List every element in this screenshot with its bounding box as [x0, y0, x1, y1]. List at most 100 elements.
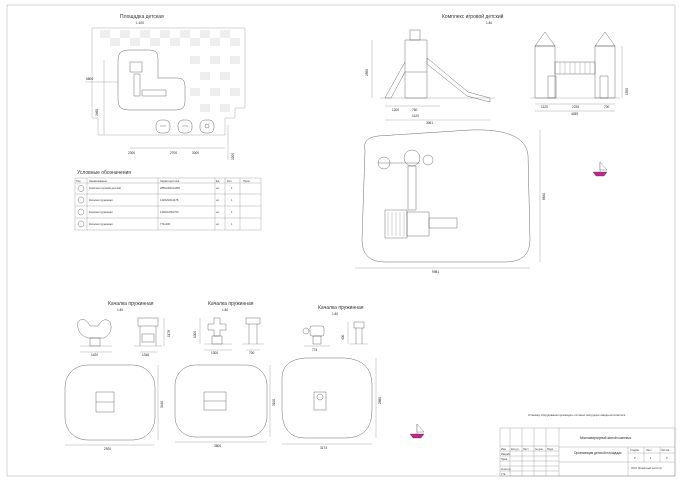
- rocker-3-side: [309, 325, 325, 337]
- legend-row-name: Качалка пружинная: [89, 210, 113, 214]
- rocker-1-pad: [64, 364, 156, 441]
- legend-row-name: Качалка пружинная: [89, 198, 113, 202]
- dim-rocker-1-1178: 1178: [167, 330, 171, 337]
- legend: Условные обозначения Поз. Наименование Х…: [74, 170, 262, 231]
- legend-row-qty: 1: [231, 210, 233, 214]
- legend-row-unit: шт.: [216, 199, 220, 202]
- site-boundary: [91, 27, 246, 136]
- rocker-symbol-icon: [77, 196, 85, 204]
- sheet-frame: [6, 4, 676, 477]
- legend-row-unit: шт.: [216, 223, 220, 226]
- rocker-3-front: [353, 321, 365, 329]
- dim-complex2-1120: 1120: [541, 105, 548, 109]
- dim-complex2-700: 700: [604, 105, 610, 109]
- complex-plan-bridge: [407, 165, 417, 211]
- rocker-3-plan: [313, 391, 327, 411]
- dim-rocker-2-700: 700: [249, 351, 255, 355]
- tb-stage: Р: [634, 456, 636, 460]
- rocker-1-scale: 1:40: [117, 308, 123, 312]
- complex-tower-front: [404, 39, 428, 99]
- legend-row-spec: 1300x1000x700: [160, 210, 179, 214]
- legend-row-qty: 1: [231, 222, 233, 226]
- site-plan-title: Площадка детская: [120, 14, 164, 20]
- rocker-symbol-icon: [77, 220, 85, 228]
- dim-site-5800: 5800: [86, 77, 93, 81]
- site-complex-slide: [141, 89, 167, 97]
- rocker-2-scale: 1:40: [222, 308, 228, 312]
- legend-head-qty: Кол.: [227, 179, 232, 183]
- tb-sheets-head: Листов: [661, 448, 670, 452]
- complex-elevation: Комплекс игровой детский 1:40 2850 1200 …: [365, 13, 629, 125]
- rocker-1-front: [137, 317, 159, 327]
- tb-sheet-num: 1: [650, 456, 652, 460]
- site-complex-pad: [117, 49, 186, 111]
- boat-stamp-icon: [409, 423, 425, 439]
- rocker-3-title: Качалка пружинная: [318, 305, 364, 311]
- dim-rocker-1-1420: 1420: [91, 353, 98, 357]
- site-rocker-3: [199, 119, 215, 134]
- legend-row-qty: 1: [231, 198, 233, 202]
- complex-roof-1: [534, 31, 556, 47]
- tb-head-kol: Кол.уч.: [511, 447, 520, 451]
- complex-roof-2: [594, 31, 616, 47]
- dim-site-2460: 2460: [95, 109, 99, 116]
- title-block: Изм. Кол.уч. Лист № док. Подп. Разраб. П…: [499, 427, 676, 477]
- dim-rocker-3-2880: 2880: [378, 397, 382, 404]
- site-plan: Площадка детская 1:100: [85, 14, 246, 160]
- complex-title: Комплекс игровой детский: [442, 13, 504, 20]
- site-rocker-2: [177, 119, 193, 134]
- dim-complex2-4455: 4455: [571, 112, 578, 116]
- tb-sheet-head: Лист: [646, 448, 652, 452]
- title-block-frame: [499, 427, 676, 477]
- complex-symbol-icon: [77, 185, 85, 192]
- rocker-3-pad: [281, 357, 373, 439]
- rocker-3: Качалка пружинная 1:40 774 400 3174 2880: [281, 305, 382, 450]
- dim-rocker-1-1346: 1346: [142, 353, 149, 357]
- legend-row-name: Комплекс игровой детский: [89, 186, 121, 190]
- complex-scale: 1:40: [486, 21, 492, 25]
- tb-head-doc: № док.: [535, 448, 544, 451]
- complex-plan-pad: [361, 129, 531, 263]
- complex-slide-side: [426, 57, 491, 103]
- rocker-3-scale: 1:40: [332, 312, 338, 316]
- dim-rocker-1-3440: 3440: [160, 401, 164, 408]
- dim-site-2700: 2700: [170, 151, 177, 155]
- tb-project: Многоквартирный жилой комплекс: [580, 436, 632, 440]
- legend-head-unit: Ед.: [216, 179, 220, 183]
- dim-rocker-3-774: 774: [312, 348, 318, 352]
- tb-role: Н.контр.: [501, 467, 511, 471]
- dim-site-2200: 2200: [231, 153, 235, 160]
- dim-complex2-1550: 1550: [625, 88, 629, 95]
- rocker-2-title: Качалка пружинная: [208, 301, 254, 307]
- legend-head-pos: Поз.: [76, 179, 81, 183]
- dim-complex-3061: 3061: [426, 121, 433, 125]
- site-complex-tower: [129, 61, 143, 73]
- legend-head-name: Наименование: [89, 179, 108, 183]
- complex-plan: 9981 6640: [355, 129, 546, 274]
- legend-head-spec: Характеристика: [160, 179, 180, 183]
- dim-plan-6640: 6640: [542, 193, 546, 200]
- site-complex-stairs: [133, 73, 141, 97]
- rocker-2-front: [245, 317, 261, 325]
- dim-rocker-3-400: 400: [341, 334, 345, 340]
- tb-sheets-num: 9: [666, 456, 668, 460]
- site-rocker-1: [155, 119, 171, 134]
- rocker-1-side: [77, 319, 112, 339]
- legend-row-spec: 1420x620x1178: [160, 198, 179, 202]
- dim-rocker-2-3100: 3100: [272, 399, 276, 406]
- site-paving-pattern: [100, 30, 240, 112]
- tb-stage-head: Стадия: [630, 448, 639, 452]
- site-plan-scale: 1:100: [136, 21, 144, 25]
- dim-site-2300: 2300: [128, 151, 135, 155]
- dim-plan-9981: 9981: [432, 270, 439, 274]
- rocker-symbol-icon: [77, 208, 85, 216]
- dim-rocker-2-1000: 1000: [193, 331, 197, 338]
- rocker-2: Качалка пружинная 1:40 1300 1000 700 380…: [174, 301, 276, 448]
- tb-role: Разраб.: [501, 452, 511, 456]
- legend-row-spec: 2850x3061x4455: [160, 186, 180, 190]
- tb-role: Пров.: [501, 457, 508, 461]
- legend-row-unit: шт.: [216, 187, 220, 190]
- tb-head-sign: Подп.: [547, 447, 554, 451]
